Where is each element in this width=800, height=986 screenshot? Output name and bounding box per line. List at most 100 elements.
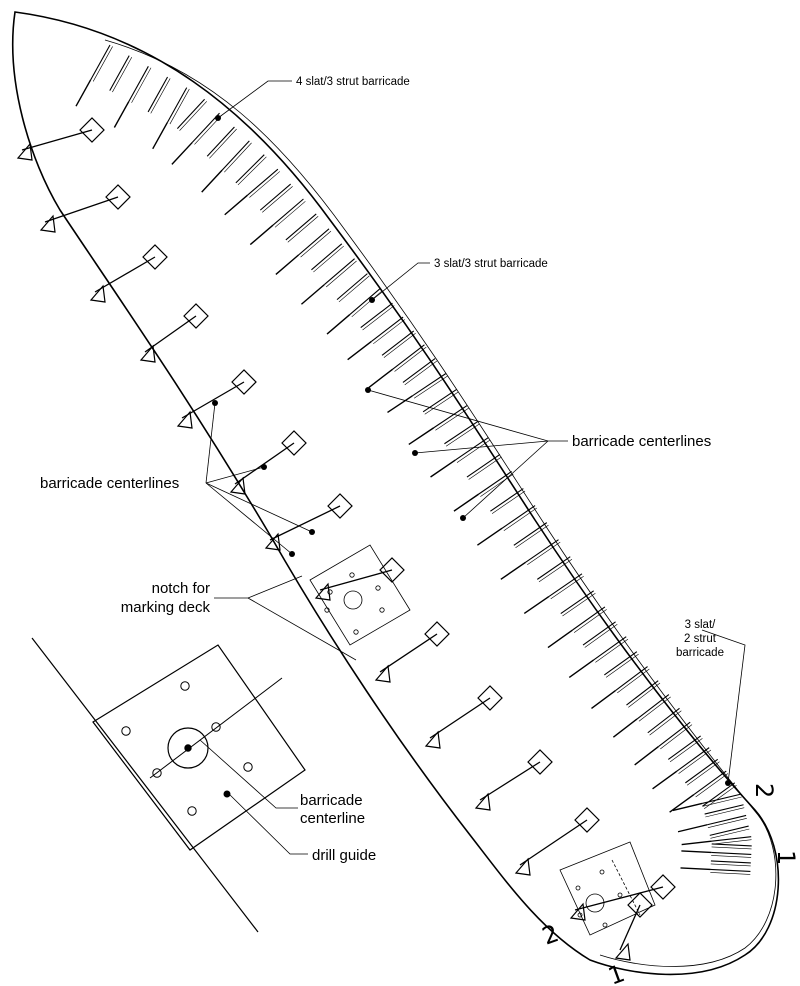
detail-inset xyxy=(31,637,306,933)
barricade-slat xyxy=(604,651,638,676)
barricade-slat xyxy=(285,213,317,241)
barricade-centerline-mark xyxy=(347,340,372,361)
strut-foot xyxy=(39,214,56,233)
barricade-centerline-mark xyxy=(113,100,130,128)
barricade-slat xyxy=(311,243,343,271)
barricade-slat-edge xyxy=(456,439,491,463)
barricade-slat xyxy=(513,522,548,546)
barricade-slat-edge xyxy=(562,593,596,617)
barricade-slat-edge xyxy=(573,609,607,633)
strut-pad xyxy=(79,117,105,143)
barricade-slat-edge xyxy=(686,761,720,786)
label-3slat-2strut-3: barricade xyxy=(676,647,724,659)
barricade-slat-edge xyxy=(617,668,650,694)
label-centerlines-left: barricade centerlines xyxy=(40,475,179,492)
barricade-slat xyxy=(90,44,111,81)
label-notch-2: marking deck xyxy=(121,599,211,616)
barricade-slat xyxy=(658,721,691,748)
barricade-slat xyxy=(685,758,719,784)
barricade-slat xyxy=(392,344,425,370)
barricade-slat-edge xyxy=(711,839,752,845)
barricade-centerline-mark xyxy=(547,629,573,649)
barricade-slat-edge xyxy=(669,738,703,763)
barricade-slat xyxy=(701,793,742,804)
barricade-slat xyxy=(626,680,659,706)
barricade-centerline-mark xyxy=(500,561,526,580)
barricade-slat xyxy=(709,825,749,836)
barricade-slat xyxy=(647,707,680,734)
barricade-centerline-mark xyxy=(224,194,248,216)
strut-pad xyxy=(527,749,553,775)
barricade-slat-edge xyxy=(707,818,747,828)
strut-line xyxy=(44,196,119,223)
barricade-slat xyxy=(221,140,250,171)
barricade-slat xyxy=(206,126,235,157)
barricade-slat xyxy=(444,421,479,445)
strut-line xyxy=(181,381,245,419)
strut-foot xyxy=(229,476,246,495)
left-side-struts xyxy=(16,117,676,961)
barricade-slat xyxy=(711,836,752,842)
label-3slat-3strut: 3 slat/3 strut barricade xyxy=(434,258,548,270)
strut-line xyxy=(479,761,541,801)
barricade-slat-edge xyxy=(678,749,712,774)
barricade-slat-edge xyxy=(491,490,526,514)
barricade-slat xyxy=(191,112,220,143)
barricade-slat xyxy=(710,868,751,873)
stern-mark-1: 1 xyxy=(772,850,800,865)
barricade-slat-edge xyxy=(351,290,383,318)
strut-pad xyxy=(424,621,450,647)
barricade-slat xyxy=(704,804,744,815)
barricade-slat-edge xyxy=(249,171,281,198)
strut-foot xyxy=(16,142,33,161)
barricade-slat-edge xyxy=(710,872,751,875)
barricade-slat-edge xyxy=(274,201,306,228)
barricade-slat-edge xyxy=(237,156,267,186)
barricade-centerline-mark xyxy=(612,718,638,738)
strut-line xyxy=(379,633,438,673)
barricade-centerline-mark xyxy=(652,770,678,790)
barricade-slat xyxy=(490,488,524,512)
barricade-slat xyxy=(323,258,355,286)
barricade-slat-edge xyxy=(150,78,171,114)
barricade-slat-edge xyxy=(169,88,190,125)
barricade-slat xyxy=(572,606,606,631)
label-3slat-2strut-2: 2 strut xyxy=(684,633,717,645)
barricade-centerline-mark xyxy=(171,141,193,165)
barricade-slat-edge xyxy=(515,524,549,549)
barricade-slat-edge xyxy=(527,541,561,566)
notch-plate-lower xyxy=(559,841,656,936)
barricade-slat xyxy=(455,437,489,461)
barricade-centerline-mark xyxy=(677,824,708,833)
barricade-slat-edge xyxy=(92,46,113,82)
barricade-slat-edge xyxy=(112,56,133,93)
strut-line xyxy=(519,819,588,866)
barricade-slat-edge xyxy=(424,391,459,415)
strut-pad xyxy=(574,807,600,833)
right-side-barricades xyxy=(75,44,752,875)
label-3slat-2strut-1: 3 slat/ xyxy=(685,619,716,631)
barricade-centerline-mark xyxy=(326,314,351,335)
barricade-slat xyxy=(259,183,292,211)
barricade-slat xyxy=(711,851,752,855)
strut-line xyxy=(21,129,93,151)
barricade-slat xyxy=(536,556,571,580)
stern-mark-2: 2 xyxy=(750,783,778,798)
barricade-slat xyxy=(693,770,727,796)
barricade-slat xyxy=(710,860,751,864)
barricade-centerline-mark xyxy=(368,368,394,388)
barricade-slat-edge xyxy=(445,423,480,447)
barricade-slat-edge xyxy=(394,346,427,372)
barricade-slat-edge xyxy=(287,215,319,243)
barricade-slat xyxy=(676,747,710,772)
barricade-slat xyxy=(166,87,188,123)
strut-foot xyxy=(374,664,391,683)
strut-line xyxy=(429,697,491,739)
barricade-slat-edge xyxy=(325,260,357,288)
centerline-dots xyxy=(212,115,731,786)
barricade-slat-edge xyxy=(695,773,729,798)
strut-foot xyxy=(139,344,156,363)
barricade-slat-edge xyxy=(705,807,745,818)
barricade-slat-edge xyxy=(373,319,406,345)
